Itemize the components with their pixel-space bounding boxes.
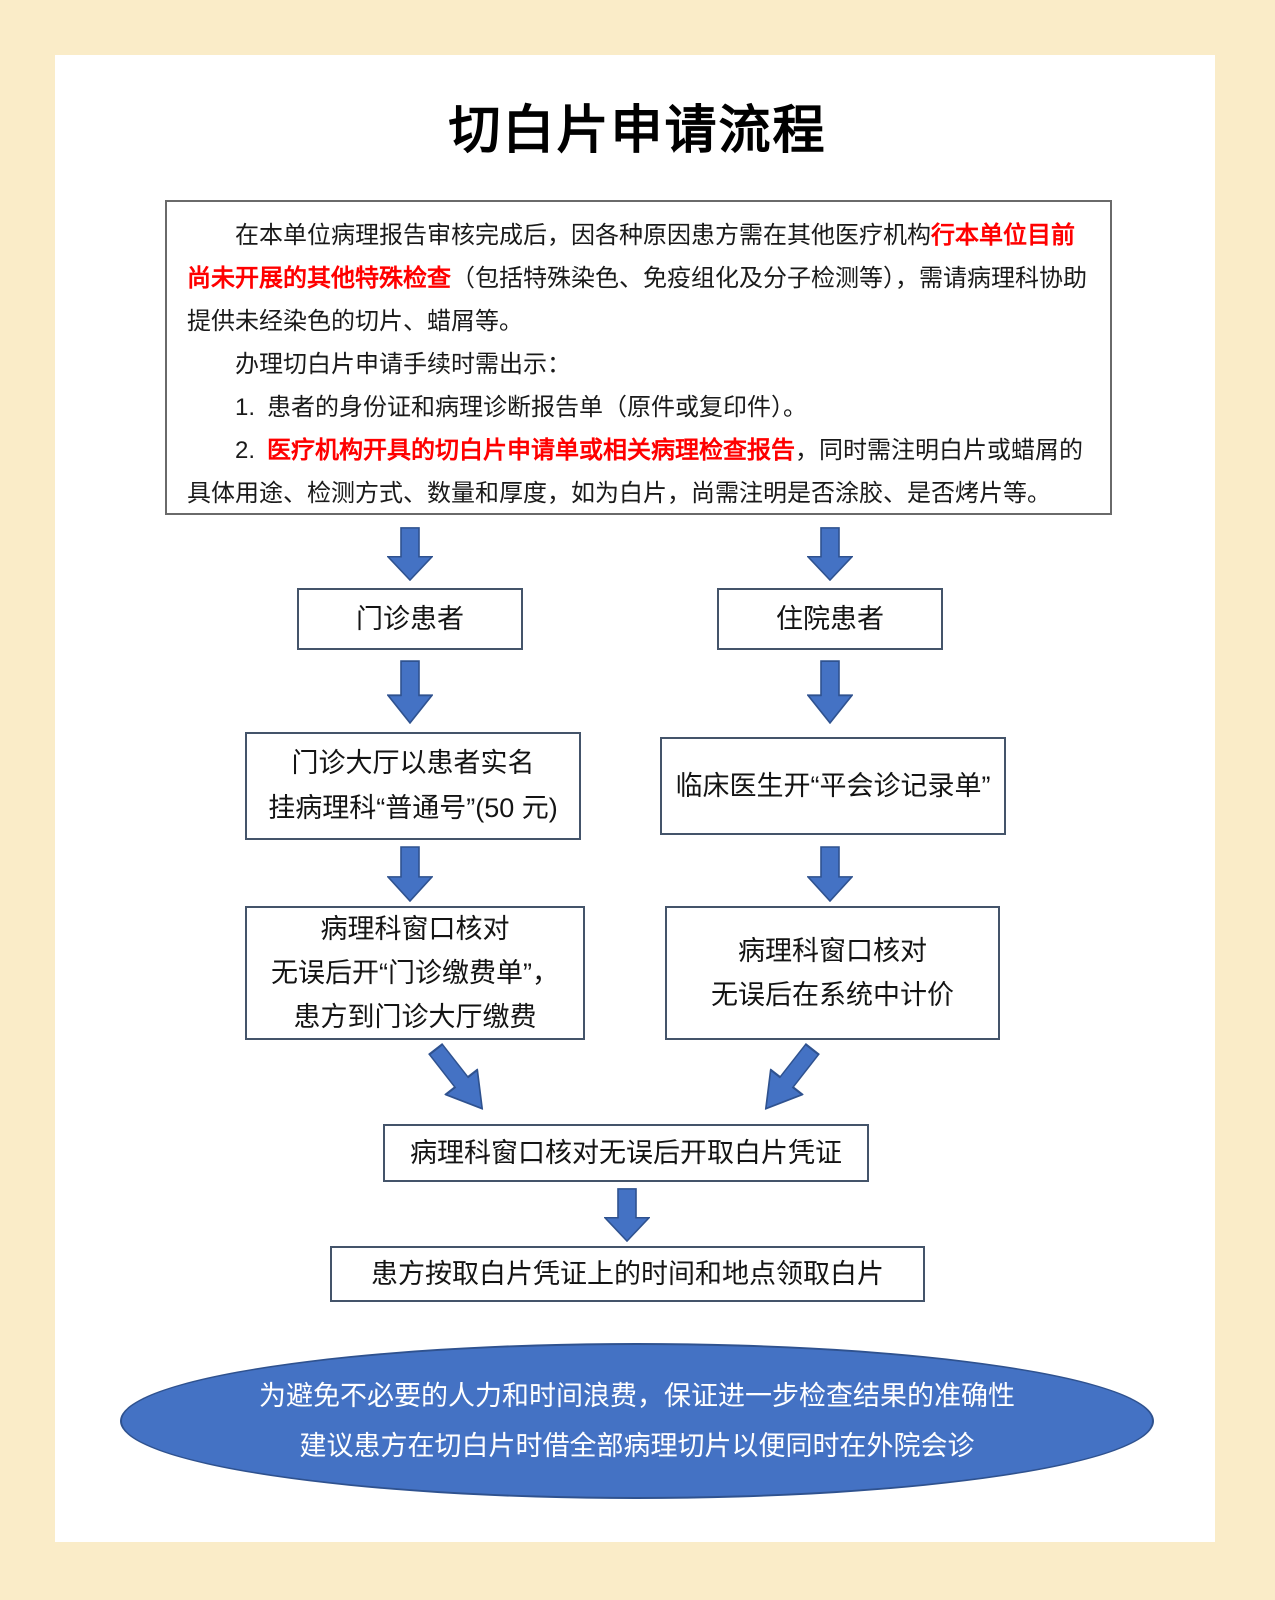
- down-arrow-icon: [387, 527, 433, 581]
- item-1-text: 患者的身份证和病理诊断报告单（原件或复印件）。: [267, 394, 808, 421]
- item-2-text: ，同时需注明白片或蜡屑的具体用途、检测方式、数量和厚度，如为白片，尚需注明是否涂…: [187, 437, 1084, 507]
- flow-box-label: 住院患者: [776, 604, 884, 634]
- flow-box-voucher: 病理科窗口核对无误后开取白片凭证: [383, 1124, 869, 1182]
- flow-box-inpatient-pricing: 病理科窗口核对 无误后在系统中计价: [665, 906, 1000, 1040]
- down-arrow-icon: [807, 660, 853, 724]
- flow-box-line: 病理科窗口核对: [320, 914, 510, 944]
- note-line: 为避免不必要的人力和时间浪费，保证进一步检查结果的准确性: [259, 1381, 1015, 1411]
- down-arrow-icon: [807, 846, 853, 902]
- intro-text-1: 在本单位病理报告审核完成后，因各种原因患方需在其他医疗机构: [235, 222, 931, 249]
- flow-box-outpatient: 门诊患者: [297, 588, 523, 650]
- flow-box-label: 病理科窗口核对无误后开取白片凭证: [410, 1138, 842, 1168]
- down-arrow-icon: [807, 527, 853, 581]
- down-arrow-icon: [604, 1188, 650, 1242]
- diagonal-arrow-down-left-icon: [748, 1035, 829, 1122]
- flow-box-inpatient: 住院患者: [717, 588, 943, 650]
- down-arrow-icon: [387, 660, 433, 724]
- note-ellipse: 为避免不必要的人力和时间浪费，保证进一步检查结果的准确性 建议患方在切白片时借全…: [120, 1343, 1154, 1499]
- note-line: 建议患方在切白片时借全部病理切片以便同时在外院会诊: [299, 1431, 975, 1461]
- diagonal-arrow-down-right-icon: [418, 1035, 499, 1122]
- flow-box-label: 患方按取白片凭证上的时间和地点领取白片: [371, 1259, 884, 1289]
- intro-paragraph-1: 在本单位病理报告审核完成后，因各种原因患方需在其他医疗机构行本单位目前尚未开展的…: [187, 214, 1090, 343]
- flow-box-line: 无误后开“门诊缴费单”，: [271, 958, 559, 988]
- flow-box-line: 挂病理科“普通号”(50 元): [268, 793, 558, 823]
- page-title: 切白片申请流程: [448, 102, 827, 160]
- intro-text-2: （包括特殊染色、免疫组化及分子检测等），需请病理科协助提供未经染色的切片、蜡屑等…: [187, 265, 1087, 335]
- flow-box-line: 患方到门诊大厅缴费: [293, 1002, 537, 1032]
- intro-list-item-1: 1. 患者的身份证和病理诊断报告单（原件或复印件）。: [187, 386, 1090, 429]
- intro-list-item-2: 2. 医疗机构开具的切白片申请单或相关病理检查报告，同时需注明白片或蜡屑的具体用途…: [187, 429, 1090, 515]
- down-arrow-icon: [387, 846, 433, 902]
- item-2-number: 2.: [235, 437, 256, 464]
- flow-box-outpatient-payment: 病理科窗口核对 无误后开“门诊缴费单”， 患方到门诊大厅缴费: [245, 906, 585, 1040]
- intro-highlight-1: 行本单位目前尚未开展的其他特殊检查: [187, 222, 1075, 292]
- item-1-number: 1.: [235, 394, 256, 421]
- flow-box-outpatient-register: 门诊大厅以患者实名 挂病理科“普通号”(50 元): [245, 732, 581, 840]
- flow-box-label: 门诊患者: [356, 604, 464, 634]
- flow-box-line: 临床医生开“平会诊记录单”: [675, 771, 991, 801]
- item-2-highlight: 医疗机构开具的切白片申请单或相关病理检查报告: [267, 437, 796, 464]
- flow-box-pickup: 患方按取白片凭证上的时间和地点领取白片: [330, 1246, 925, 1302]
- flow-box-line: 门诊大厅以患者实名: [291, 748, 535, 778]
- flow-box-line: 病理科窗口核对: [738, 936, 927, 966]
- flow-box-inpatient-consult-order: 临床医生开“平会诊记录单”: [660, 737, 1006, 835]
- intro-box: 在本单位病理报告审核完成后，因各种原因患方需在其他医疗机构行本单位目前尚未开展的…: [165, 200, 1112, 515]
- intro-paragraph-2: 办理切白片申请手续时需出示：: [235, 351, 571, 378]
- flow-box-line: 无误后在系统中计价: [711, 980, 954, 1010]
